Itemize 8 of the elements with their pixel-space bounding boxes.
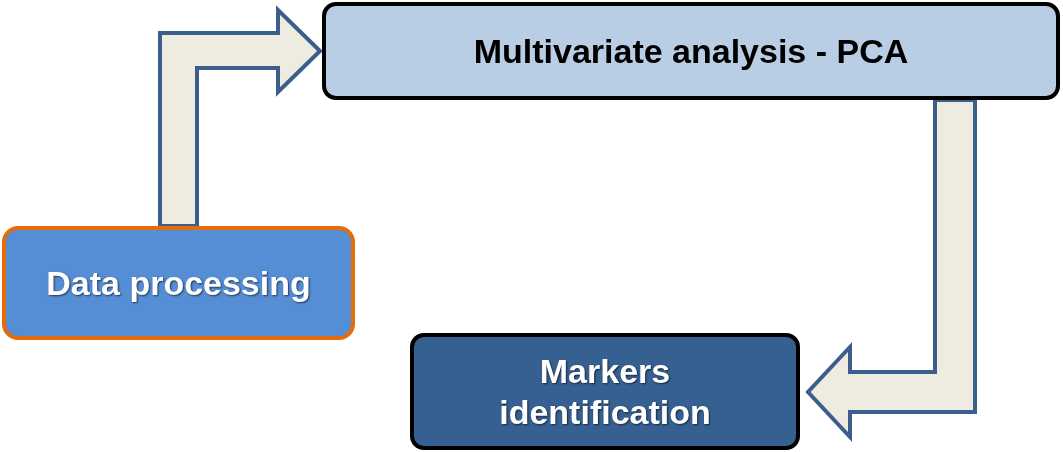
process-box xyxy=(2,226,355,340)
box-label: Markers identification xyxy=(498,350,712,433)
process-box xyxy=(322,2,1060,100)
process-box xyxy=(410,333,800,450)
box-label: Multivariate analysis - PCA xyxy=(473,30,909,72)
box-label: Data processing xyxy=(46,262,311,304)
block-arrow xyxy=(805,98,977,443)
block-arrow xyxy=(158,5,323,228)
